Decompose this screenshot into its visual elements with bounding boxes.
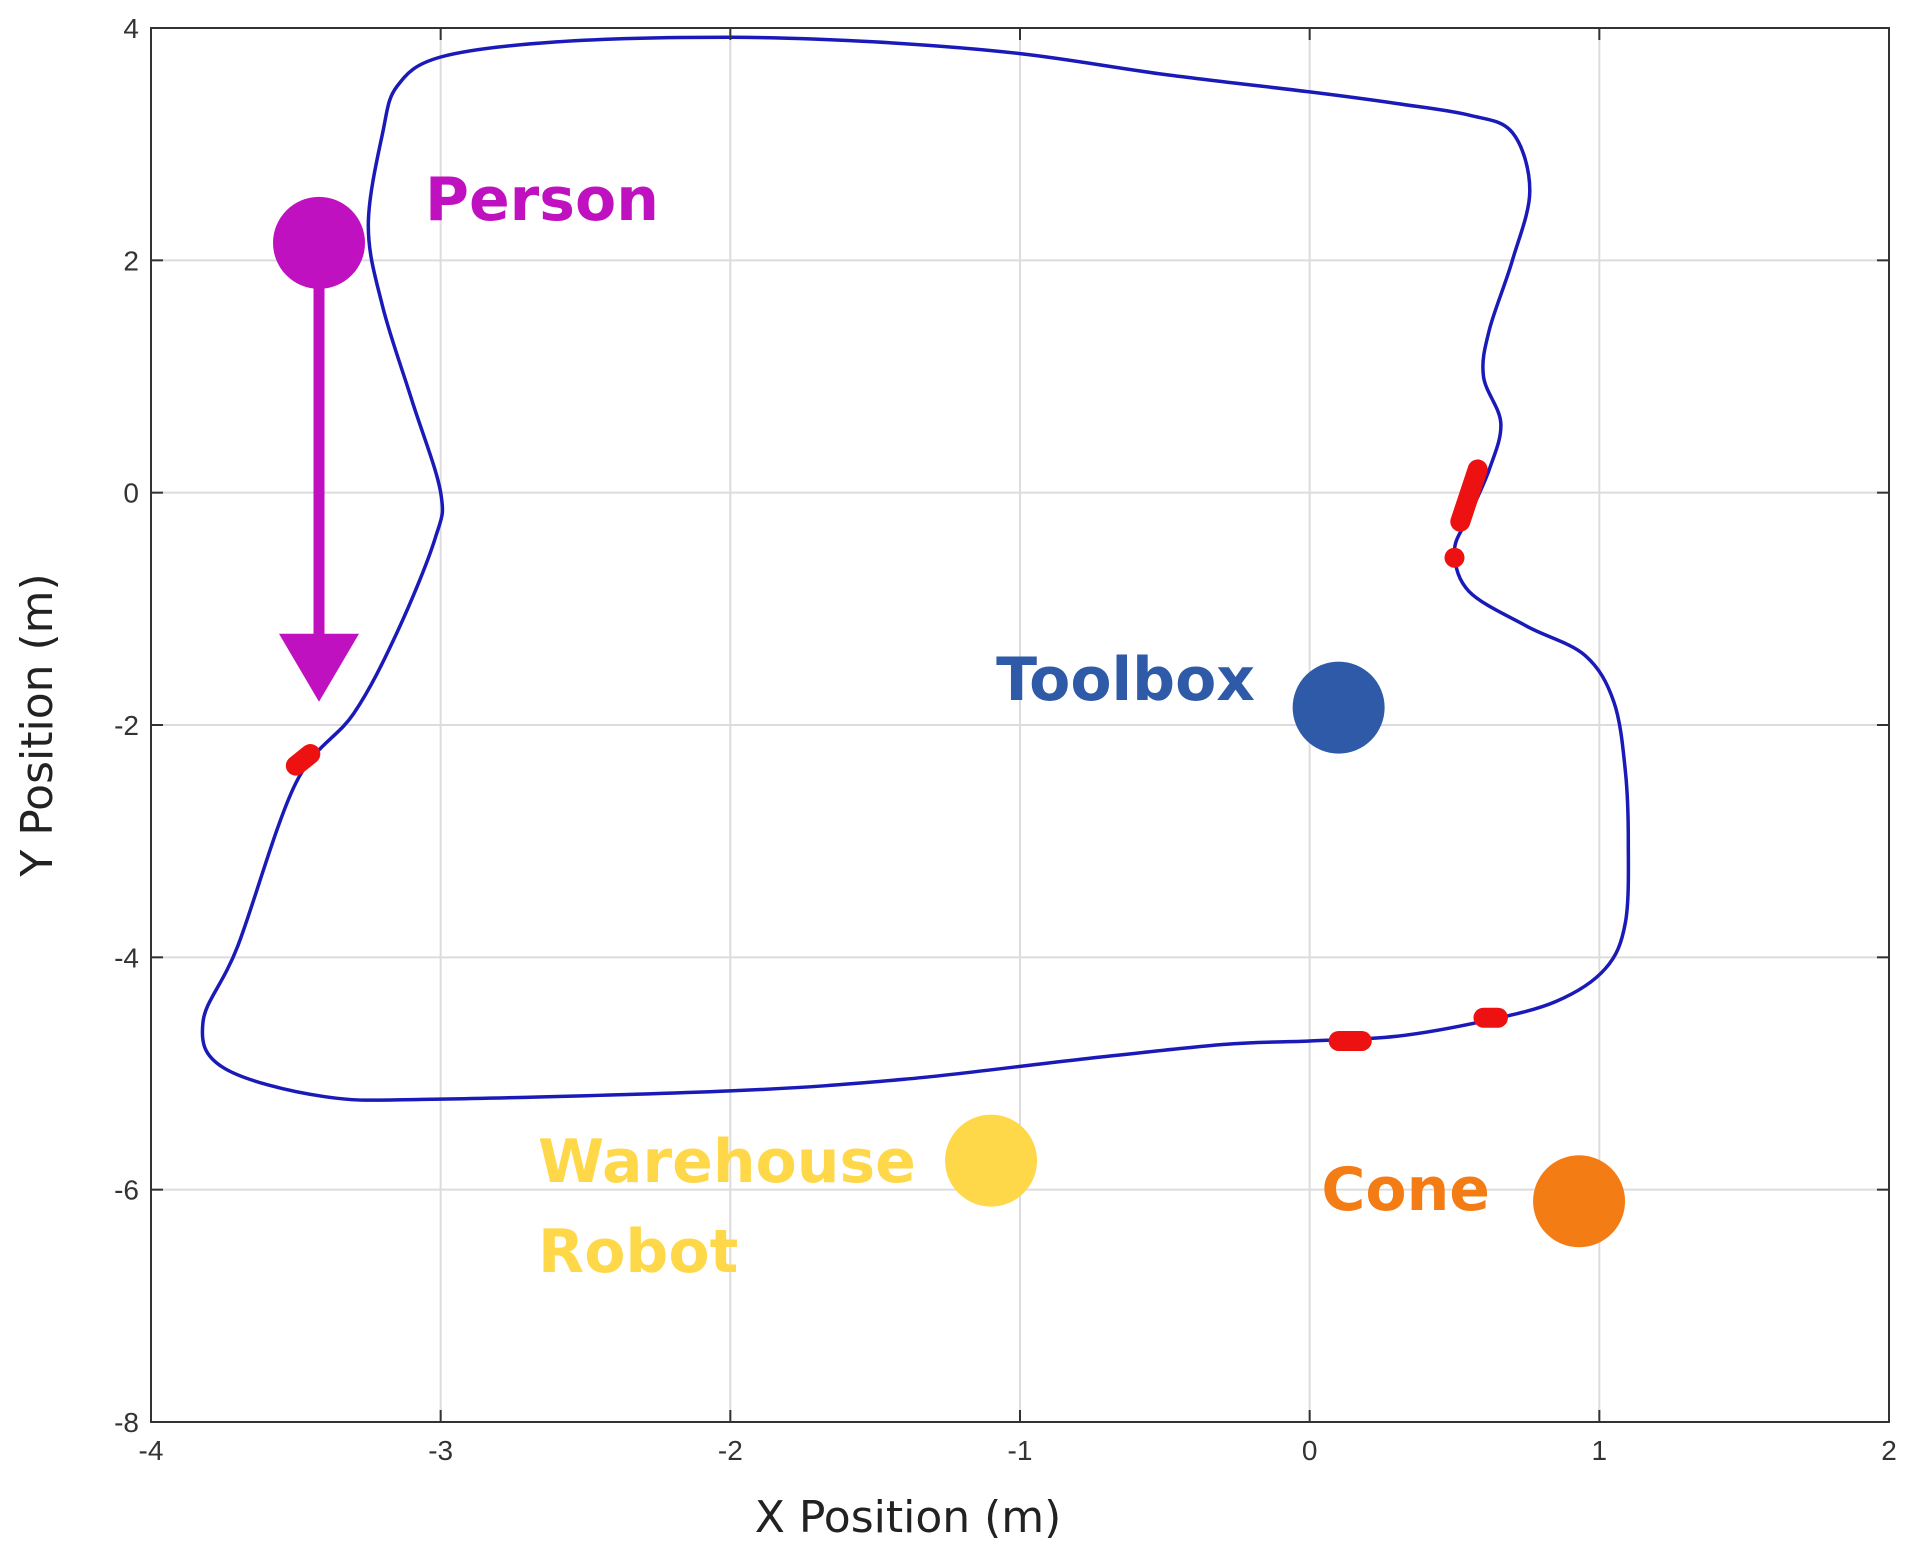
warehouse-robot-label: Warehouse (538, 1127, 916, 1197)
robot-trajectory-path (200, 35, 1631, 1102)
x-tick-label: 0 (1302, 1435, 1318, 1466)
y-axis-label: Y Position (m) (12, 573, 63, 877)
y-tick-labels: 4 2 0 -2 -4 -6 -8 (114, 13, 139, 1438)
y-tick-label: 4 (123, 13, 139, 44)
person-marker (273, 196, 366, 289)
tick-marks (150, 27, 1890, 1423)
x-tick-label: -3 (428, 1435, 453, 1466)
warehouse-robot-label: Robot (538, 1217, 738, 1287)
x-tick-label: -2 (718, 1435, 743, 1466)
x-tick-label: 2 (1881, 1435, 1897, 1466)
cone-marker (1533, 1155, 1626, 1248)
red-markers-layer (285, 459, 1508, 1051)
warehouse-robot-marker (945, 1114, 1038, 1207)
cone-label: Cone (1321, 1155, 1490, 1225)
x-tick-label: -4 (139, 1435, 164, 1466)
trajectory-layer (200, 35, 1631, 1102)
toolbox-label: Toolbox (996, 645, 1255, 715)
y-tick-label: 2 (123, 245, 139, 276)
red-detection-marker (285, 744, 321, 776)
person-arrow-head (279, 633, 360, 702)
x-tick-labels: -4 -3 -2 -1 0 1 2 (139, 1435, 1897, 1466)
y-tick-label: -8 (114, 1407, 139, 1438)
x-axis-label: X Position (m) (755, 1492, 1062, 1543)
y-tick-label: -4 (114, 942, 139, 973)
x-tick-label: -1 (1008, 1435, 1033, 1466)
y-tick-label: -6 (114, 1175, 139, 1206)
y-tick-label: -2 (114, 710, 139, 741)
person-label: Person (425, 165, 659, 235)
y-tick-label: 0 (123, 478, 139, 509)
toolbox-marker (1292, 661, 1385, 754)
red-detection-marker (1450, 459, 1488, 532)
x-tick-label: 1 (1592, 1435, 1608, 1466)
